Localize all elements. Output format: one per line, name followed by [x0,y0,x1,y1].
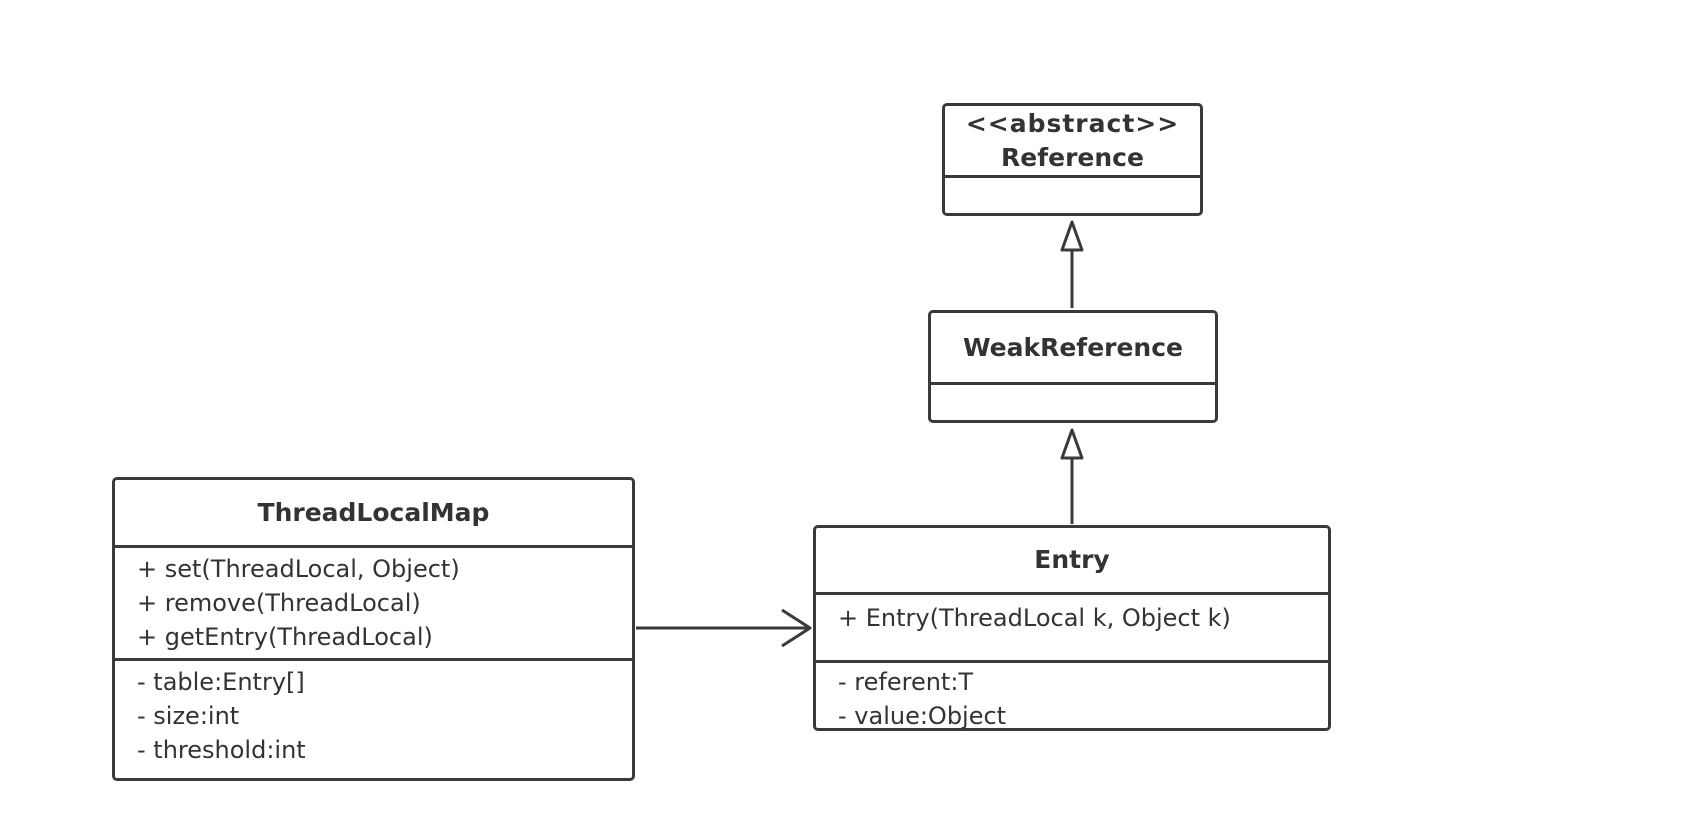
method-item: + getEntry(ThreadLocal) [137,623,433,651]
class-weakreference-header: WeakReference [931,313,1215,385]
class-name: WeakReference [962,332,1184,362]
class-threadlocalmap-header: ThreadLocalMap [115,480,632,548]
method-item: + Entry(ThreadLocal k, Object k) [838,604,1231,632]
class-reference[interactable]: <<abstract>> Reference [942,103,1203,216]
class-entry[interactable]: Entry + Entry(ThreadLocal k, Object k) -… [813,525,1331,731]
field-item: - value:Object [838,702,1007,730]
field-item: - table:Entry[] [137,668,305,696]
class-name: Entry [1034,545,1110,574]
class-entry-methods: + Entry(ThreadLocal k, Object k) [816,595,1328,663]
association-arrowhead-entry [781,608,812,648]
method-item: + set(ThreadLocal, Object) [137,555,460,583]
class-entry-header: Entry [816,528,1328,595]
generalization-arrowhead-weakreference [1060,428,1084,460]
class-weakreference-body [931,385,1215,420]
class-reference-body [945,178,1200,213]
field-item: - threshold:int [137,736,306,764]
class-threadlocalmap[interactable]: ThreadLocalMap + set(ThreadLocal, Object… [112,477,635,781]
class-name: ThreadLocalMap [257,497,490,527]
class-name: Reference [1001,142,1144,172]
generalization-arrowhead-reference [1060,220,1084,252]
class-weakreference[interactable]: WeakReference [928,310,1218,423]
method-item: + remove(ThreadLocal) [137,589,421,617]
field-item: - referent:T [838,668,974,696]
field-item: - size:int [137,702,240,730]
class-reference-header: <<abstract>> Reference [945,106,1200,178]
class-threadlocalmap-methods: + set(ThreadLocal, Object) + remove(Thre… [115,548,632,661]
class-entry-fields: - referent:T - value:Object [816,663,1328,730]
stereotype-label: <<abstract>> [965,108,1180,138]
class-threadlocalmap-fields: - table:Entry[] - size:int - threshold:i… [115,661,632,778]
